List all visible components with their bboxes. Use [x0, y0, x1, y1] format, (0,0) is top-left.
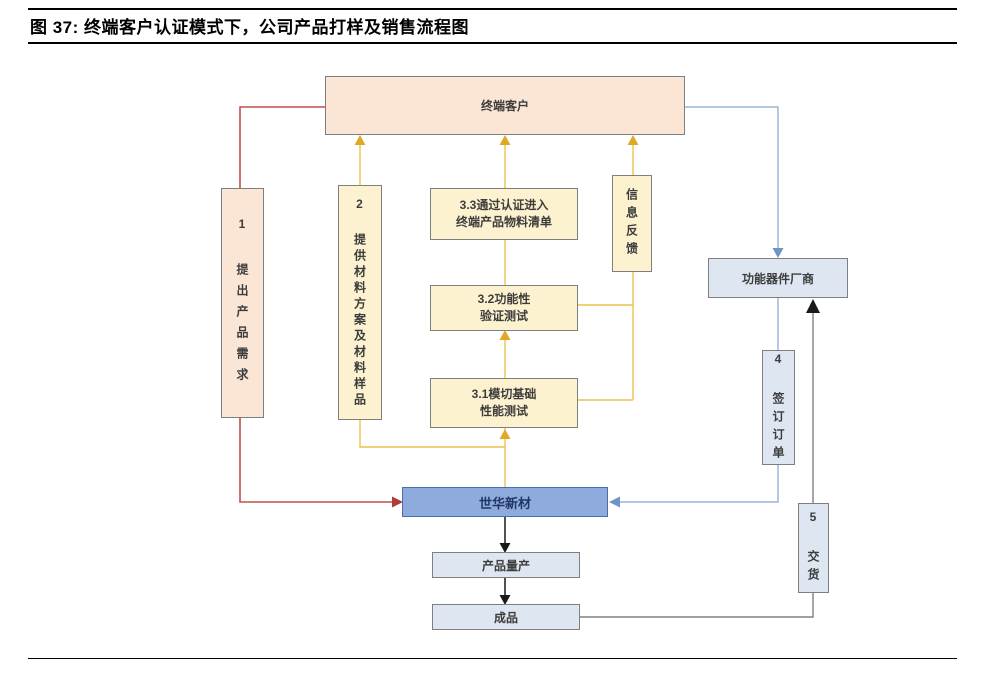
bottom-rule [28, 658, 957, 659]
node-step3-1-diecut-test: 3.1模切基础 性能测试 [430, 378, 578, 428]
node-step4-sign-order: 4 签订订单 [762, 350, 795, 465]
node-component-maker: 功能器件厂商 [708, 258, 848, 298]
node-terminal-customer: 终端客户 [325, 76, 685, 135]
node-step1-propose-demand: 1 提出产品需求 [221, 188, 264, 418]
figure-title: 图 37: 终端客户认证模式下，公司产品打样及销售流程图 [30, 18, 470, 37]
node-info-feedback: 信息反馈 [612, 175, 652, 272]
title-underline-rule [28, 42, 957, 44]
node-finished-goods: 成品 [432, 604, 580, 630]
node-step5-delivery: 5 交货 [798, 503, 829, 593]
node-step3-3-certified-bom: 3.3通过认证进入 终端产品物料清单 [430, 188, 578, 240]
node-mass-production: 产品量产 [432, 552, 580, 578]
node-step2-provide-materials: 2 提供材料方案及材料样品 [338, 185, 382, 420]
top-rule [28, 8, 957, 10]
node-company-shihua: 世华新材 [402, 487, 608, 517]
node-step3-2-functional-test: 3.2功能性 验证测试 [430, 285, 578, 331]
